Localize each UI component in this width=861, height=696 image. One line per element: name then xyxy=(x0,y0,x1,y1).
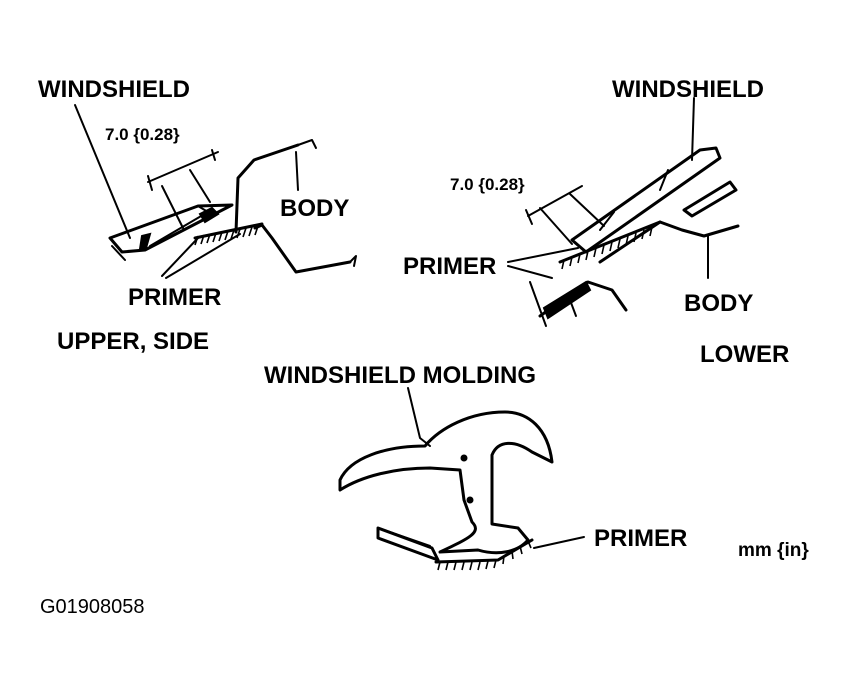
lower-detail: WINDSHIELD 7.0 {0.28} PRIMER BODY LOWER xyxy=(403,76,789,368)
figure-code: G01908058 xyxy=(40,596,145,618)
upper-windshield-leader xyxy=(74,104,131,239)
upper-body-panel xyxy=(234,139,357,274)
lower-dimension-label: 7.0 {0.28} xyxy=(450,175,525,194)
upper-primer-leader xyxy=(161,233,241,279)
molding-title-label: WINDSHIELD MOLDING xyxy=(264,362,536,389)
lower-dimension-lines xyxy=(525,185,605,245)
molding-detail: WINDSHIELD MOLDING PRIMER xyxy=(264,362,687,571)
units-label: mm {in} xyxy=(738,540,809,561)
lower-primer-bead xyxy=(558,220,662,270)
molding-profile xyxy=(338,410,554,562)
molding-leader xyxy=(407,387,431,447)
upper-dimension-label: 7.0 {0.28} xyxy=(105,125,180,144)
upper-body-label: BODY xyxy=(280,195,349,222)
lower-windshield-glass xyxy=(570,146,738,254)
lower-primer-leader xyxy=(507,247,579,279)
upper-windshield-glass xyxy=(108,203,234,261)
lower-windshield-leader xyxy=(691,97,695,161)
lower-windshield-label: WINDSHIELD xyxy=(612,76,764,103)
molding-primer-leader xyxy=(533,536,585,549)
lower-caption: LOWER xyxy=(700,341,789,368)
molding-primer-label: PRIMER xyxy=(594,525,687,552)
upper-windshield-label: WINDSHIELD xyxy=(38,76,190,103)
upper-side-detail: WINDSHIELD 7.0 {0.28} BODY PRIMER UPPER,… xyxy=(38,76,357,355)
lower-body-panel xyxy=(529,220,740,327)
upper-dimension-lines xyxy=(147,149,219,231)
molding-primer-bead xyxy=(434,538,534,571)
upper-body-leader xyxy=(295,151,299,191)
upper-primer-label: PRIMER xyxy=(128,284,221,311)
lower-body-label: BODY xyxy=(684,290,753,317)
lower-primer-label: PRIMER xyxy=(403,253,496,280)
upper-side-caption: UPPER, SIDE xyxy=(57,328,209,355)
